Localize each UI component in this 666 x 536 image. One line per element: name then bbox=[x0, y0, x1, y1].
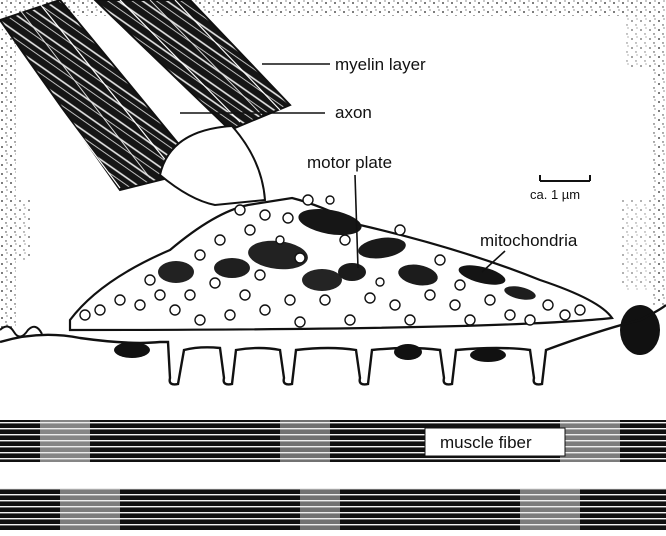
axon-label: axon bbox=[335, 103, 372, 122]
muscle-fiber-band-top bbox=[0, 420, 666, 462]
mitochondria-label: mitochondria bbox=[480, 231, 578, 250]
scale-bar-label: ca. 1 µm bbox=[530, 187, 580, 202]
muscle-fiber-label: muscle fiber bbox=[440, 433, 532, 452]
motor-plate-label: motor plate bbox=[307, 153, 392, 172]
muscle-fiber-band-bottom bbox=[0, 488, 666, 530]
myelin-layer-label: myelin layer bbox=[335, 55, 426, 74]
